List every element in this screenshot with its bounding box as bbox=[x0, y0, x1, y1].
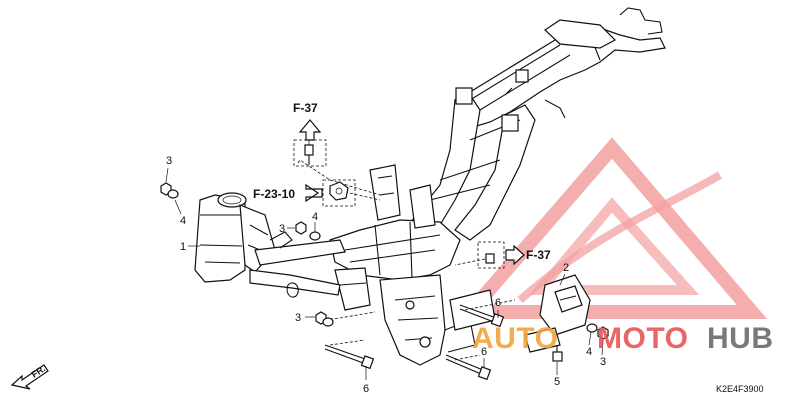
washer-left-4 bbox=[167, 189, 179, 199]
callout-2: 2 bbox=[563, 262, 569, 274]
head-pipe-part-1 bbox=[194, 192, 346, 298]
bolt-right bbox=[485, 253, 495, 264]
callout-3-mid: 3 bbox=[279, 223, 285, 235]
frame-body bbox=[297, 7, 666, 366]
bracket-part-2 bbox=[524, 274, 591, 353]
callout-4-left: 4 bbox=[180, 215, 186, 227]
ref-f23-10: F-23-10 bbox=[253, 179, 356, 207]
nut-mid-3 bbox=[295, 221, 307, 235]
nut-f23 bbox=[329, 181, 349, 201]
nut-right-3 bbox=[597, 326, 609, 340]
fasteners bbox=[160, 144, 609, 381]
watermark-text: AUTO MOTO HUB bbox=[472, 322, 774, 355]
callout-6c: 6 bbox=[363, 383, 369, 395]
watermark-part-moto: MOTO bbox=[597, 322, 688, 355]
watermark-swoosh bbox=[517, 171, 723, 304]
ref-f23-10-label: F-23-10 bbox=[253, 187, 295, 201]
front-direction-indicator: FR. bbox=[10, 363, 49, 390]
fr-arrow-icon bbox=[10, 364, 49, 390]
watermark-triangle-inner bbox=[529, 197, 700, 295]
upper-bracket-mid bbox=[515, 69, 529, 83]
washer-lower-4 bbox=[322, 317, 334, 327]
callout-5: 5 bbox=[554, 376, 560, 388]
long-bolt-6c bbox=[445, 354, 492, 381]
callout-6b: 6 bbox=[481, 346, 487, 358]
long-bolt-6a bbox=[324, 344, 375, 370]
rear-cross-member bbox=[544, 19, 616, 49]
ref-arrow-right-icon bbox=[505, 244, 525, 266]
upper-bracket-left bbox=[455, 87, 473, 105]
watermark-triangle-large bbox=[454, 137, 768, 319]
callout-4-mid: 4 bbox=[312, 211, 318, 223]
callout-3-left: 3 bbox=[166, 155, 172, 167]
bolt-top bbox=[304, 144, 314, 156]
ref-f37-top: F-37 bbox=[293, 101, 327, 167]
watermark-part-auto: AUTO bbox=[472, 322, 558, 355]
callout-4-right: 4 bbox=[586, 346, 592, 358]
ref-f37-top-label: F-37 bbox=[293, 101, 318, 115]
upper-bracket-right bbox=[501, 114, 519, 132]
leader-lines bbox=[165, 128, 604, 380]
ref-f37-right: F-37 bbox=[477, 241, 551, 269]
right-down-rail bbox=[454, 104, 536, 241]
callout-3-right: 3 bbox=[600, 356, 606, 368]
ref-f37-right-label: F-37 bbox=[526, 248, 551, 262]
watermark-part-hub: HUB bbox=[707, 322, 774, 355]
ref-arrow-up-icon bbox=[298, 119, 322, 141]
callouts: 3 4 1 3 4 3 6 6 6 2 4 3 5 bbox=[166, 155, 606, 395]
center-stay bbox=[369, 164, 401, 221]
washer-mid-4 bbox=[309, 231, 321, 241]
lower-pivot-bracket bbox=[379, 274, 446, 366]
callout-6a: 6 bbox=[495, 297, 501, 309]
watermark-logo bbox=[454, 137, 768, 319]
callout-1: 1 bbox=[180, 241, 186, 253]
callout-3-lower: 3 bbox=[295, 312, 301, 324]
center-stay-right bbox=[409, 184, 436, 229]
diagram-code: K2E4F3900 bbox=[716, 384, 764, 394]
ref-arrow-left-icon bbox=[305, 183, 323, 203]
left-lower-bracket bbox=[334, 267, 371, 311]
long-bolt-6b bbox=[459, 304, 505, 328]
washer-right-4 bbox=[586, 323, 598, 333]
